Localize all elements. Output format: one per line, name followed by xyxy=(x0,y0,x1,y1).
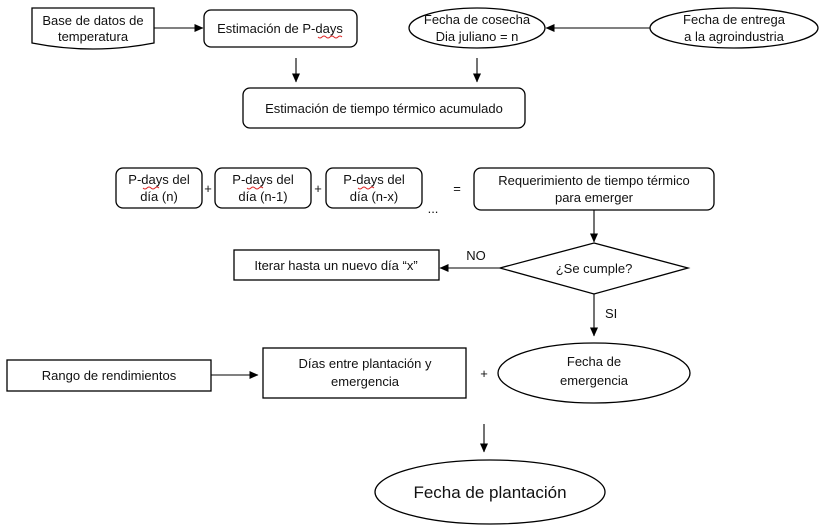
base-datos-node: Base de datos de temperatura xyxy=(31,7,155,50)
se-cumple-label: ¿Se cumple? xyxy=(556,261,633,276)
spellcheck-underline xyxy=(246,186,264,190)
equals-operator: = xyxy=(453,181,461,196)
fecha-emergencia-node: Fecha de emergencia xyxy=(497,342,691,404)
iterar-node: Iterar hasta un nuevo día “x” xyxy=(233,249,440,281)
ellipsis: ... xyxy=(428,201,439,216)
fecha-plantacion-label: Fecha de plantación xyxy=(413,483,566,502)
pdays-n1-node: P-days del día (n-1) xyxy=(214,167,312,209)
requerimiento-node: Requerimiento de tiempo térmico para eme… xyxy=(473,167,715,211)
fecha-entrega-line2: a la agroindustria xyxy=(684,29,784,44)
spellcheck-underline xyxy=(142,186,160,190)
dias-entre-node: Días entre plantación y emergencia xyxy=(262,347,467,399)
fecha-plantacion-node: Fecha de plantación xyxy=(374,459,606,525)
plus-operator: + xyxy=(314,181,322,196)
pdays-nx-node: P-days del día (n-x) xyxy=(325,167,423,209)
dias-entre-line1: Días entre plantación y xyxy=(299,356,432,371)
pdays-n1-line1: P-days del xyxy=(232,172,294,187)
spellcheck-underline xyxy=(357,186,375,190)
fecha-entrega-line1: Fecha de entrega xyxy=(683,12,786,27)
plus-operator: + xyxy=(204,181,212,196)
fecha-emergencia-line2: emergencia xyxy=(560,373,629,388)
tiempo-termico-node: Estimación de tiempo térmico acumulado xyxy=(242,87,526,129)
spellcheck-underline xyxy=(317,35,343,39)
dias-entre-line2: emergencia xyxy=(331,374,400,389)
rango-label: Rango de rendimientos xyxy=(42,368,177,383)
tiempo-termico-label: Estimación de tiempo térmico acumulado xyxy=(265,101,503,116)
base-datos-line2: temperatura xyxy=(58,29,129,44)
pdays-nx-line1: P-days del xyxy=(343,172,405,187)
fecha-cosecha-line1: Fecha de cosecha xyxy=(424,12,531,27)
estimacion-pdays-label: Estimación de P-days xyxy=(217,21,343,36)
si-label: SI xyxy=(605,306,617,321)
fecha-cosecha-line2: Dia juliano = n xyxy=(436,29,519,44)
fecha-entrega-node: Fecha de entrega a la agroindustria xyxy=(649,7,819,49)
plus-operator: + xyxy=(480,366,488,381)
base-datos-line1: Base de datos de xyxy=(42,13,143,28)
estimacion-pdays-node: Estimación de P-days xyxy=(203,9,358,48)
requerimiento-line2: para emerger xyxy=(555,190,634,205)
se-cumple-decision: ¿Se cumple? xyxy=(497,242,691,295)
pdays-n-node: P-days del día (n) xyxy=(115,167,203,209)
fecha-cosecha-node: Fecha de cosecha Dia juliano = n xyxy=(408,7,546,49)
iterar-label: Iterar hasta un nuevo día “x” xyxy=(254,258,417,273)
requerimiento-line1: Requerimiento de tiempo térmico xyxy=(498,173,689,188)
no-label: NO xyxy=(466,248,486,263)
rango-node: Rango de rendimientos xyxy=(6,359,212,392)
pdays-n-line2: día (n) xyxy=(140,189,178,204)
pdays-n1-line2: día (n-1) xyxy=(238,189,287,204)
pdays-nx-line2: día (n-x) xyxy=(350,189,398,204)
pdays-n-line1: P-days del xyxy=(128,172,190,187)
fecha-emergencia-line1: Fecha de xyxy=(567,354,621,369)
